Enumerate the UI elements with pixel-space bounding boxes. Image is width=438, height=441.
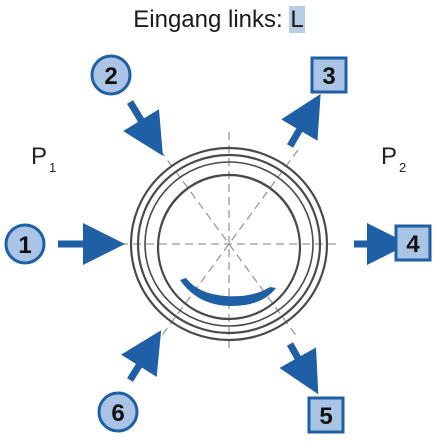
pressure-right-base: P	[381, 143, 397, 170]
pressure-right: P 2	[381, 143, 406, 175]
liquid-level	[180, 278, 276, 306]
port-1[interactable]: 1	[4, 223, 46, 265]
port-5-label: 5	[319, 403, 332, 430]
outer-ring-2	[136, 153, 322, 335]
pressure-left-sub: 1	[49, 160, 56, 175]
arrow-port-6	[121, 330, 162, 382]
port-5[interactable]: 5	[307, 396, 345, 434]
outer-ring-1	[129, 146, 329, 342]
outer-ring-3	[144, 161, 314, 327]
arrow-port-2	[123, 100, 163, 156]
dashed-axes	[120, 132, 340, 352]
port-6-label: 6	[111, 400, 124, 427]
flow-arrows	[58, 93, 409, 395]
port-6[interactable]: 6	[97, 391, 139, 433]
port-4-label: 4	[406, 231, 420, 258]
port-1-label: 1	[18, 232, 31, 259]
arrow-port-5	[279, 342, 319, 395]
pressure-left: P 1	[31, 143, 56, 175]
caption-prefix: Eingang links:	[133, 6, 290, 33]
caption: Eingang links: L	[0, 6, 438, 34]
port-3-label: 3	[322, 63, 335, 90]
port-2[interactable]: 2	[90, 54, 132, 96]
caption-highlight: L	[289, 6, 305, 33]
port-3[interactable]: 3	[310, 56, 348, 94]
arrow-port-3	[281, 93, 321, 148]
chamber-arc	[159, 174, 299, 230]
pressure-right-sub: 2	[399, 160, 406, 175]
pressure-left-base: P	[31, 143, 47, 170]
port-4[interactable]: 4	[394, 224, 432, 262]
port-2-label: 2	[104, 63, 117, 90]
